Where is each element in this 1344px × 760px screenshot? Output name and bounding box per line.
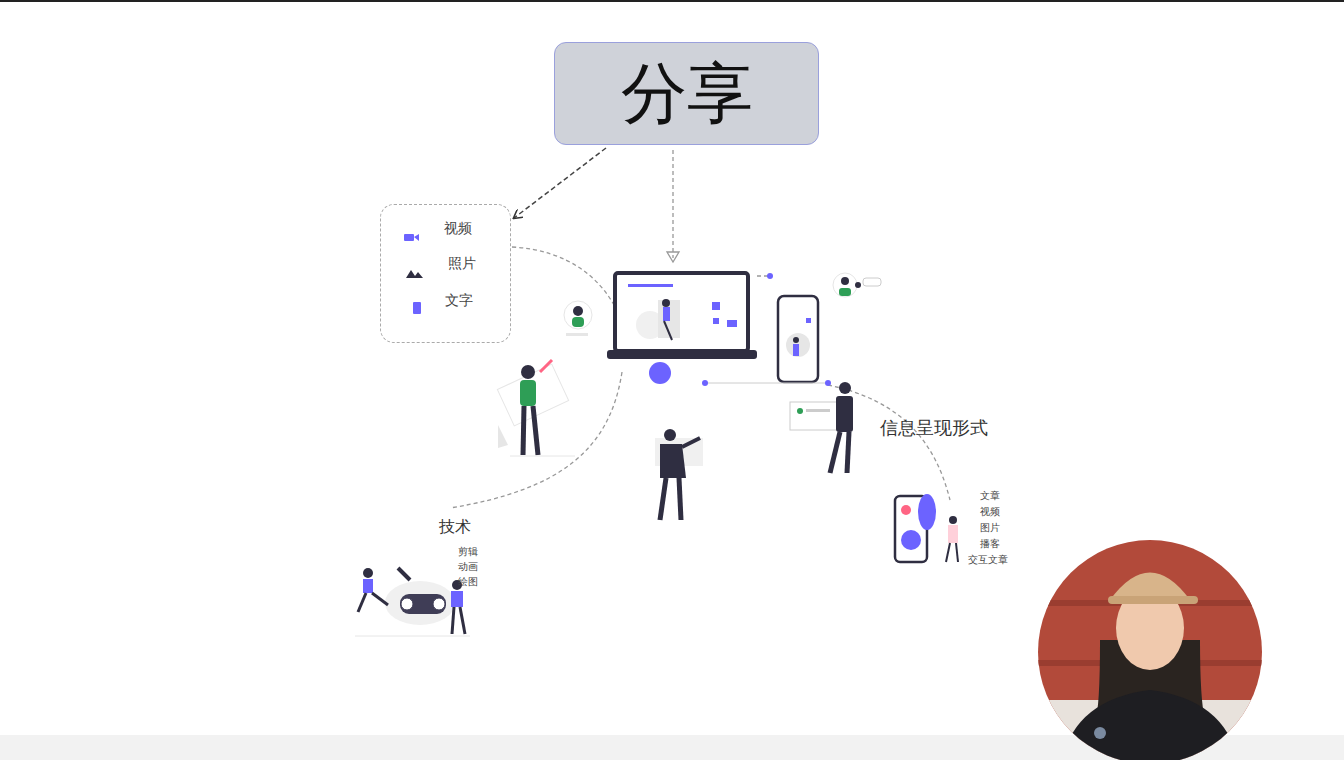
list-item: 播客 [980,537,1000,551]
avatar-left [564,301,592,336]
media-icons [404,234,423,314]
dot [649,362,671,384]
top-bar [0,0,1344,2]
webcam-circle [1030,540,1270,760]
media-group-box: 视频照片文字 [380,204,511,343]
section-label: 技术 [439,517,471,538]
line [705,383,828,384]
dashed-arrow [514,148,606,218]
list-item: 图片 [980,521,1000,535]
list-item: 动画 [458,560,478,574]
dashed-wires [450,150,950,508]
media-item: 文字 [445,292,473,310]
list-item: 剪辑 [458,545,478,559]
media-item: 照片 [448,255,476,273]
gamers-figure [355,568,470,636]
list-item: 文章 [980,489,1000,503]
list-item: 视频 [980,505,1000,519]
list-item: 交互文章 [968,553,1008,567]
laptop [607,273,773,359]
section-label: 信息呈现形式 [880,416,988,440]
man-figure [655,429,703,520]
title-box: 分享 [554,42,819,145]
title-text: 分享 [621,61,753,127]
arrow-head [667,252,679,262]
phone-person [895,494,958,562]
media-item: 视频 [444,220,472,238]
woman-figure [497,360,575,456]
list-item: 绘图 [458,575,478,589]
phone [778,296,818,382]
presenter-figure [790,382,853,473]
avatar-right [833,273,881,297]
